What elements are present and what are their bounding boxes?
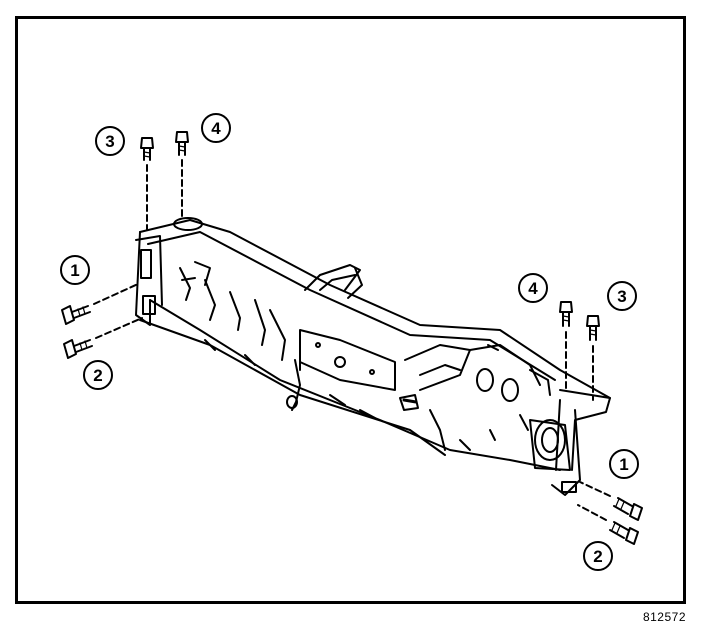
callout-number-3: 3 xyxy=(617,287,626,306)
bolt-right-1 xyxy=(579,481,643,521)
callout-circle xyxy=(201,113,231,143)
callout-number-2: 2 xyxy=(93,366,102,385)
bolt-top-right-4 xyxy=(559,301,573,393)
callout-number-3: 3 xyxy=(105,132,114,151)
figure-number: 812572 xyxy=(642,610,686,624)
bolt-left-2 xyxy=(63,317,143,359)
bolt-right-2 xyxy=(577,504,639,545)
callout-number-2: 2 xyxy=(593,547,602,566)
callout-number-4: 4 xyxy=(528,279,538,298)
callout-number-1: 1 xyxy=(70,261,79,280)
callout-circle xyxy=(607,281,637,311)
callout-number-4: 4 xyxy=(211,119,221,138)
callout-circle xyxy=(83,360,113,390)
callout-circle xyxy=(95,126,125,156)
support-beam xyxy=(135,217,611,496)
callout-circle xyxy=(583,541,613,571)
callout-circle xyxy=(60,255,90,285)
callout-circle xyxy=(609,449,639,479)
callout-circle xyxy=(518,273,548,303)
bolt-top-right-3 xyxy=(586,315,600,401)
callout-number-1: 1 xyxy=(619,455,628,474)
bolt-top-left-4 xyxy=(175,131,189,219)
diagram-frame xyxy=(15,16,686,604)
bolt-left-1 xyxy=(61,283,139,325)
bolt-top-left-3 xyxy=(140,137,154,231)
